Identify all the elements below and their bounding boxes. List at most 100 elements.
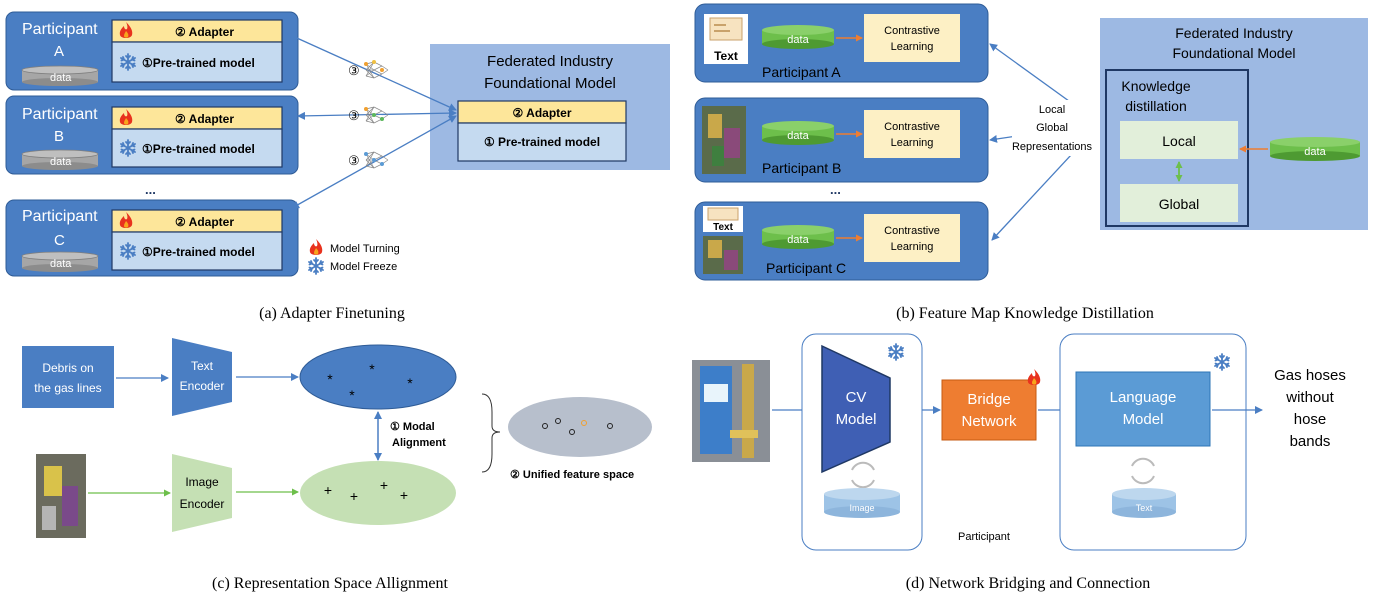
server-title: Federated Industry <box>487 53 613 70</box>
legend-a: Model Turning Model Freeze <box>308 239 400 275</box>
text-icon-label: Text <box>713 222 733 233</box>
step-3-label: ③ <box>348 108 360 123</box>
modal-label: Alignment <box>392 437 446 449</box>
data-cylinder: data <box>21 65 99 86</box>
contrastive-label: Contrastive <box>884 121 940 133</box>
participant-name: Participant <box>22 106 98 123</box>
data-label: data <box>50 156 72 168</box>
adapter-label: ② Adapter <box>175 215 234 229</box>
data-cylinder: data <box>762 225 834 249</box>
output-text: Gas hoses <box>1274 367 1346 384</box>
svg-text:+: + <box>324 482 332 498</box>
data-cylinder: data <box>21 251 99 272</box>
image-database: Image <box>824 488 900 518</box>
caption-c: (c) Representation Space Allignment <box>212 575 448 592</box>
kd-label: distillation <box>1125 98 1186 114</box>
panel-c: Debris on the gas lines Text Encoder * *… <box>22 338 652 592</box>
text-encoder-label: Encoder <box>180 379 225 393</box>
svg-text:*: * <box>369 361 375 377</box>
data-cylinder: data <box>762 121 834 145</box>
data-label: data <box>50 72 72 84</box>
unified-points <box>542 418 613 435</box>
svg-text:*: * <box>407 375 413 391</box>
image-encoder-label: Encoder <box>180 497 225 511</box>
panel-b: Text data Contrastive Learning Participa… <box>694 3 1368 322</box>
image-encoder-label: Image <box>185 475 219 489</box>
legend-tuning: Model Turning <box>330 243 400 255</box>
pretrained-label: ① Pre-trained model <box>484 135 600 149</box>
data-cylinder: data <box>1270 137 1360 161</box>
participant-letter: C <box>54 232 65 249</box>
svg-text:+: + <box>350 488 358 504</box>
label-backdrop <box>1012 100 1100 156</box>
brace <box>481 393 501 473</box>
contrastive-label: Contrastive <box>884 25 940 37</box>
cv-label: CV <box>846 389 867 406</box>
bridge-label: Bridge <box>967 391 1010 408</box>
svg-text:+: + <box>380 477 388 493</box>
bridge-label: Network <box>961 413 1017 430</box>
participant-name: Participant C <box>766 260 846 276</box>
caption-b: (b) Feature Map Knowledge Distillation <box>896 305 1154 322</box>
language-label: Language <box>1110 389 1177 406</box>
data-cylinder: data <box>21 149 99 170</box>
global-label: Global <box>1159 196 1199 212</box>
participant-letter: A <box>54 43 64 60</box>
modal-label: ① Modal <box>390 421 435 433</box>
participant-name: Participant <box>22 208 98 225</box>
text-encoder-label: Text <box>191 359 214 373</box>
participant-name: Participant B <box>762 160 841 176</box>
panel-d: CV Model Image Bridge Network Language M… <box>692 333 1346 592</box>
photo-thumbnail <box>702 106 746 174</box>
db-label: Image <box>849 503 874 513</box>
participant-b-a: Text data Contrastive Learning Participa… <box>694 3 989 83</box>
data-cylinder: data <box>762 25 834 49</box>
representations-label: Global <box>1036 122 1068 134</box>
representations-label: Local <box>1039 104 1065 116</box>
unified-space-ellipse <box>508 397 652 457</box>
step-3-label: ③ <box>348 63 360 78</box>
debris-box <box>22 346 114 408</box>
participant-label: Participant <box>958 531 1010 543</box>
data-label: data <box>787 234 809 246</box>
debris-label: Debris on <box>42 361 93 375</box>
adapter-label: ② Adapter <box>513 106 572 120</box>
participant-a-box: ② Adapter ①Pre-trained model Participant… <box>5 11 299 91</box>
local-label: Local <box>1162 133 1195 149</box>
output-text: hose <box>1294 411 1327 428</box>
network-icon <box>364 60 389 169</box>
contrastive-label: Contrastive <box>884 225 940 237</box>
server-title: Federated Industry <box>1175 25 1293 41</box>
legend-freeze: Model Freeze <box>330 261 397 273</box>
text-icon-label: Text <box>714 49 738 63</box>
participant-c-box: ② Adapter ①Pre-trained model Participant… <box>5 199 299 277</box>
contrastive-label: Learning <box>891 137 934 149</box>
data-label: data <box>787 34 809 46</box>
panel-a: ② Adapter ①Pre-trained model Participant… <box>5 11 670 322</box>
fire-icon <box>309 239 323 255</box>
debris-label: the gas lines <box>34 381 101 395</box>
fire-icon <box>1027 369 1041 385</box>
text-doc-icon: Text <box>703 206 743 233</box>
caption-a: (a) Adapter Finetuning <box>259 305 405 322</box>
output-text: without <box>1285 389 1334 406</box>
representations-label: Representations <box>1012 141 1093 153</box>
participant-b-c: Text data Contrastive Learning Participa… <box>694 201 989 281</box>
participant-name: Participant <box>22 21 98 38</box>
pretrained-label: ①Pre-trained model <box>142 142 255 156</box>
contrastive-label: Learning <box>891 41 934 53</box>
text-doc-icon: Text <box>704 14 748 64</box>
image-encoder <box>172 454 232 532</box>
ellipsis: ... <box>830 182 841 197</box>
data-label: data <box>787 130 809 142</box>
refresh-icon <box>1131 457 1155 485</box>
cv-model <box>821 344 891 474</box>
server-box-b: Federated Industry Foundational Model Kn… <box>1100 18 1368 230</box>
svg-text:*: * <box>349 387 355 403</box>
pretrained-label: ①Pre-trained model <box>142 245 255 259</box>
text-encoder <box>172 338 232 416</box>
language-model <box>1075 371 1211 447</box>
participant-letter: B <box>54 128 64 145</box>
kd-label: Knowledge <box>1121 78 1190 94</box>
